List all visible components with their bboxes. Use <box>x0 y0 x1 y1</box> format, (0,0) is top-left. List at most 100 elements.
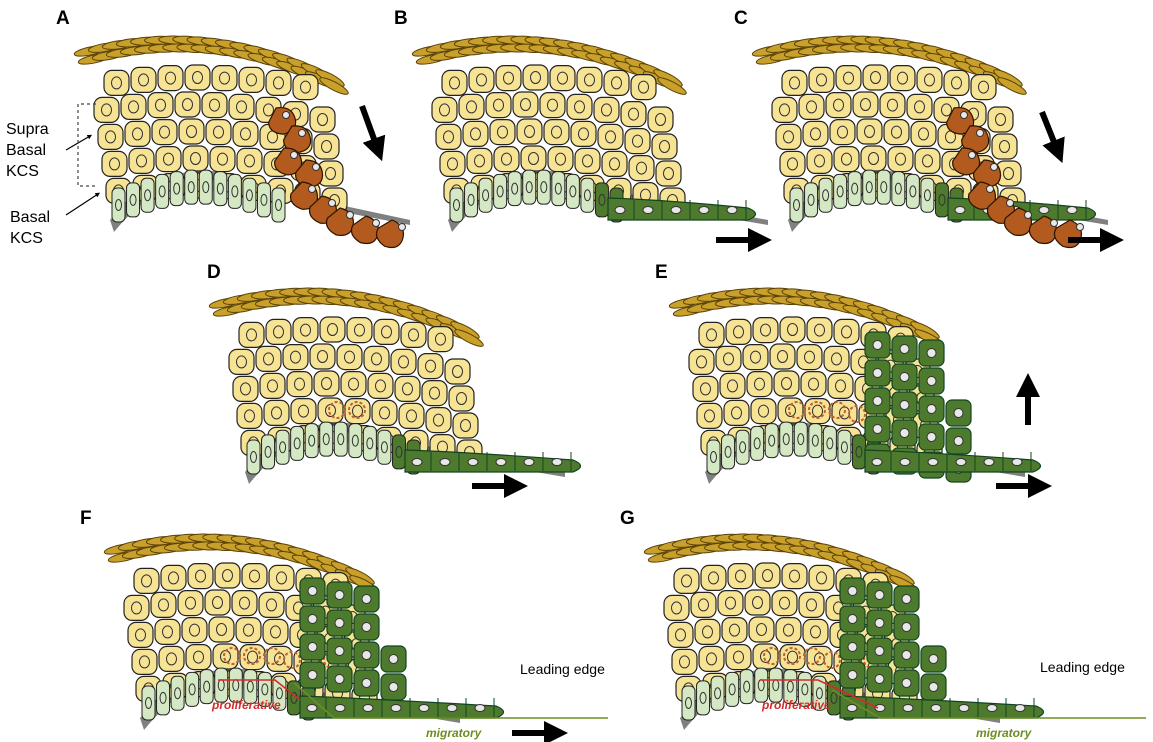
cell-nucleus <box>308 587 317 596</box>
suprabasal-cell <box>152 120 177 145</box>
suprabasal-cell <box>571 121 596 146</box>
cell-nucleus <box>389 683 398 692</box>
basal-cell <box>243 178 256 212</box>
basal-cell <box>479 178 492 212</box>
cell-nucleus <box>727 207 737 214</box>
cell-nucleus <box>954 409 963 418</box>
suprabasal-cell <box>156 147 181 172</box>
basal-cell <box>171 676 184 710</box>
epidermis-panel-e <box>669 287 1041 484</box>
cell-nucleus <box>1067 207 1077 214</box>
suprabasal-cell <box>161 565 186 590</box>
suprabasal-cell <box>747 372 772 397</box>
suprabasal-cell <box>132 649 157 674</box>
suprabasal-cell <box>266 319 291 344</box>
cell-nucleus <box>847 705 857 712</box>
basal-cell <box>494 174 507 208</box>
suprabasal-cell <box>260 373 285 398</box>
cell-nucleus <box>389 655 398 664</box>
cell-nucleus <box>873 425 882 434</box>
cell-nucleus <box>929 683 938 692</box>
panel-letter-b: B <box>394 8 408 29</box>
suprabasal-cell <box>94 97 119 122</box>
cell-nucleus <box>873 397 882 406</box>
suprabasal-cell <box>780 645 805 670</box>
suprabasal-cell <box>656 161 681 186</box>
basal-cell <box>722 435 735 469</box>
suprabasal-cell <box>971 75 996 100</box>
basal-cell <box>552 172 565 206</box>
suprabasal-cell <box>809 67 834 92</box>
cell-nucleus <box>902 595 911 604</box>
suprabasal-cell <box>780 151 805 176</box>
basal-cell <box>214 172 227 206</box>
suprabasal-cell <box>772 591 797 616</box>
suprabasal-cell <box>693 376 718 401</box>
panel-letter-f: F <box>80 508 92 529</box>
suprabasal-cell <box>629 156 654 181</box>
suprabasal-cell <box>602 151 627 176</box>
cell-nucleus <box>524 459 534 466</box>
cell-nucleus <box>927 405 936 414</box>
suprabasal-cell <box>594 97 619 122</box>
suprabasal-cell <box>689 349 714 374</box>
suprabasal-cell <box>836 66 861 91</box>
migratory-label-f: migratory <box>426 726 483 740</box>
basal-cell <box>794 422 807 456</box>
cell-nucleus <box>468 459 478 466</box>
suprabasal-cell <box>283 345 308 370</box>
cell-nucleus <box>347 212 354 219</box>
basal-cell <box>537 170 550 204</box>
suprabasal-cell <box>548 147 573 172</box>
suprabasal-cell <box>121 94 146 119</box>
suprabasal-cell <box>449 386 474 411</box>
suprabasal-cell <box>345 399 370 424</box>
suprabasal-cell <box>293 318 318 343</box>
basal-cell <box>892 172 905 206</box>
cell-nucleus <box>447 705 457 712</box>
suprabasal-cell <box>992 134 1017 159</box>
suprabasal-cell <box>540 93 565 118</box>
suprabasal-cell <box>668 622 693 647</box>
cell-nucleus <box>959 705 969 712</box>
basal-cell <box>877 170 890 204</box>
suprabasal-cell <box>183 146 208 171</box>
suprabasal-cell <box>745 590 770 615</box>
suprabasal-label-line3: KCS <box>6 163 39 180</box>
suprabasal-cell <box>550 66 575 91</box>
basal-cell <box>291 426 304 460</box>
cell-nucleus <box>362 651 371 660</box>
cell-nucleus <box>308 643 317 652</box>
suprabasal-cell <box>695 619 720 644</box>
suprabasal-cell <box>264 400 289 425</box>
suprabasal-cell <box>807 148 832 173</box>
basal-cell <box>186 672 199 706</box>
leading-edge-label-g: Leading edge <box>1040 659 1125 675</box>
suprabasal-cell <box>567 94 592 119</box>
suprabasal-cell <box>453 413 478 438</box>
epidermis-panel-f <box>104 533 504 730</box>
suprabasal-cell <box>432 97 457 122</box>
basal-cell <box>805 183 818 217</box>
panel-letter-d: D <box>207 262 221 283</box>
suprabasal-cell <box>314 371 339 396</box>
suprabasal-cell <box>699 322 724 347</box>
suprabasal-cell <box>310 344 335 369</box>
cell-nucleus <box>848 615 857 624</box>
suprabasal-cell <box>320 317 345 342</box>
suprabasal-cell <box>314 134 339 159</box>
suprabasal-cell <box>521 146 546 171</box>
suprabasal-cell <box>182 618 207 643</box>
suprabasal-cell <box>158 66 183 91</box>
suprabasal-cell <box>749 617 774 642</box>
basal-cell <box>751 426 764 460</box>
suprabasal-cell <box>293 75 318 100</box>
suprabasal-cell <box>753 318 778 343</box>
suprabasal-cell <box>418 354 443 379</box>
basal-cell <box>262 435 275 469</box>
suprabasal-cell <box>155 619 180 644</box>
basal-cell <box>508 172 521 206</box>
cell-nucleus <box>931 705 941 712</box>
basal-cell <box>809 424 822 458</box>
